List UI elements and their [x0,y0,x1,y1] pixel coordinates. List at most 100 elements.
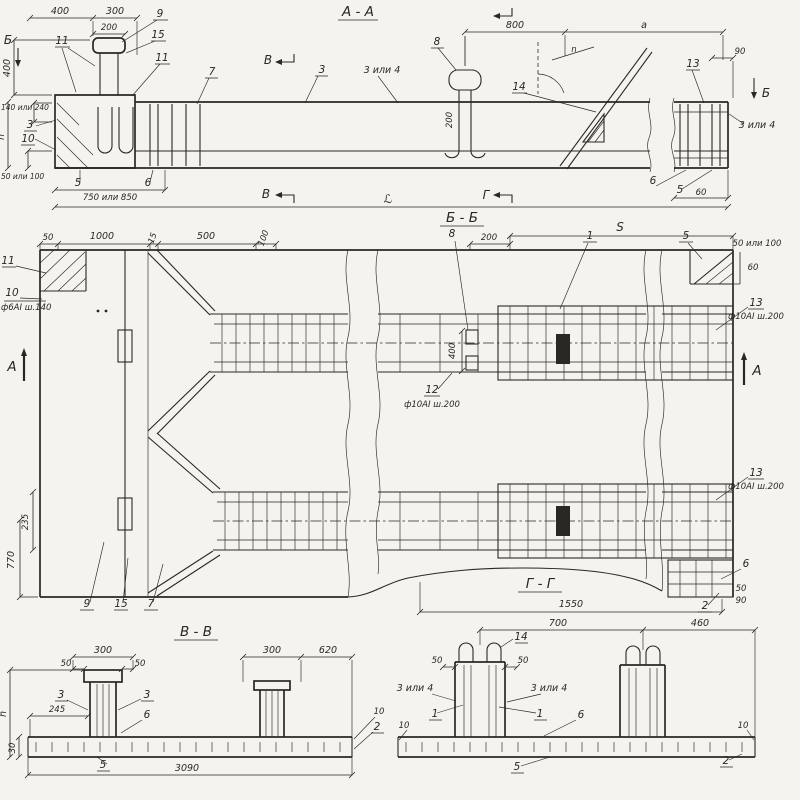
callout-3or4-gg-right: 3 или 4 [531,683,568,694]
callout-3-left: 3 [27,119,34,131]
dim-50-right: 50 [135,659,146,669]
callout-6-gg: 6 [578,709,585,721]
dim-50-left: 50 [61,659,72,669]
dim-1000: 1000 [90,231,114,242]
dim-500: 500 [197,231,215,242]
callout-14-gg: 14 [514,631,527,643]
callout-11-plan: 11 [1,255,14,267]
section-title-vv: В - В [180,624,212,640]
callout-10: 10 [21,133,35,145]
callout-3or4-top: 3 или 4 [364,65,401,76]
callout-3or4-gg-left: 3 или 4 [397,683,434,694]
callout-6-plan: 6 [743,558,750,570]
gg-dimension-lines [416,582,759,737]
section-title-gg: Г - Г [526,576,556,592]
dim-n: n [571,45,576,55]
bb-dimension-lines [16,232,741,601]
dim-h: h [0,134,7,140]
section-title-bb: Б - Б [446,210,478,226]
dim-400-top: 400 [51,6,69,17]
bb-leader-lines [2,240,764,613]
dim-50-100-right: 50 или 100 [733,239,782,249]
dim-770: 770 [6,551,17,569]
aa-outline [54,36,729,173]
dim-1550: 1550 [559,599,583,610]
callout-7: 7 [209,66,216,78]
callout-13-upper: 13 [749,297,762,309]
dim-90-corner: 90 [736,596,747,606]
dim-60: 60 [696,188,707,198]
cut-mark-v-top: В [264,53,272,67]
callout-3-rib1b: 3 [144,689,151,701]
callout-2-gg: 2 [723,755,730,767]
dim-10-vv: 10 [374,707,385,717]
dim-s: S [616,220,624,234]
bb-lower-rib-cage [213,483,734,559]
callout-15-plan: 15 [114,598,128,610]
callout-15: 15 [151,29,165,41]
dim-235: 235 [21,514,31,530]
gg-leader-lines [398,638,755,774]
callout-5-vv: 5 [100,759,107,771]
dim-h-vv: h [0,711,9,717]
rebar-note-left: ф6АI ш.140 [1,303,51,313]
aa-cut-marks [15,8,757,203]
callout-1-gg-right: 1 [537,708,544,720]
dim-10-gg-right: 10 [738,721,749,731]
dim-200-hat: 200 [101,23,117,33]
dim-800: 800 [506,20,524,31]
dim-750-850: 750 или 850 [83,193,137,203]
callout-14: 14 [512,81,525,93]
callout-3-rib1: 3 [58,689,65,701]
cut-mark-a-left: А [6,359,16,375]
vv-dimension-lines [6,653,356,779]
section-title-aa: А - А [341,4,374,20]
callout-2-plan: 2 [702,600,709,612]
callout-9: 9 [157,8,164,20]
gg-outline [397,642,756,758]
dim-50: 50 [43,233,54,243]
callout-5-gg: 5 [514,761,521,773]
dim-60-right: 60 [748,263,759,273]
callout-13-lower: 13 [749,467,762,479]
dim-a: a [641,20,647,31]
callout-3-top: 3 [319,64,326,76]
cut-mark-b-left: Б [4,33,12,47]
callout-11a: 11 [55,35,68,47]
cut-mark-v-bottom: В [262,187,270,201]
bb-upper-rib-cage [210,305,734,381]
section-aa: А - А Б Б В В Г 9 15 11 11 7 3 3 или 4 8… [0,4,776,211]
dim-10-gg-left: 10 [399,721,410,731]
dim-50-gg-right: 50 [518,656,529,666]
callout-3or4-right: 3 или 4 [739,120,776,131]
bb-cut-marks [21,348,747,385]
section-vv: В - В 300 50 50 300 620 245 3090 h 30 10… [0,624,385,779]
dim-15: 15 [147,232,160,246]
dim-100: 100 [257,229,272,248]
dim-90: 90 [735,47,746,57]
cut-mark-g-bottom: Г [483,188,491,202]
dim-200-stem: 200 [445,112,455,128]
vv-outline [27,669,353,758]
callout-8-plan: 8 [449,228,456,240]
dim-400-loops: 400 [448,343,458,359]
cut-mark-b-right: Б [762,86,770,100]
dim-140-240: 140 или 240 [1,103,49,112]
callout-6-right: 6 [650,175,657,187]
dim-300-rib1: 300 [94,645,112,656]
section-bb: Б - Б А А 50 1000 15 500 100 200 S 50 ил… [1,210,784,613]
dim-200: 200 [481,233,497,243]
dim-3090: 3090 [175,763,199,774]
callout-10-plan: 10 [5,287,19,299]
rebar-note-12: ф10АI ш.200 [404,400,460,410]
callout-5-right: 5 [677,184,684,196]
callout-11b: 11 [155,52,168,64]
callout-13: 13 [686,58,699,70]
callout-8: 8 [434,36,441,48]
dim-700: 700 [549,618,567,629]
callout-5-left: 5 [75,177,82,189]
callout-5-plan: 5 [683,230,690,242]
callout-6-left: 6 [145,177,152,189]
